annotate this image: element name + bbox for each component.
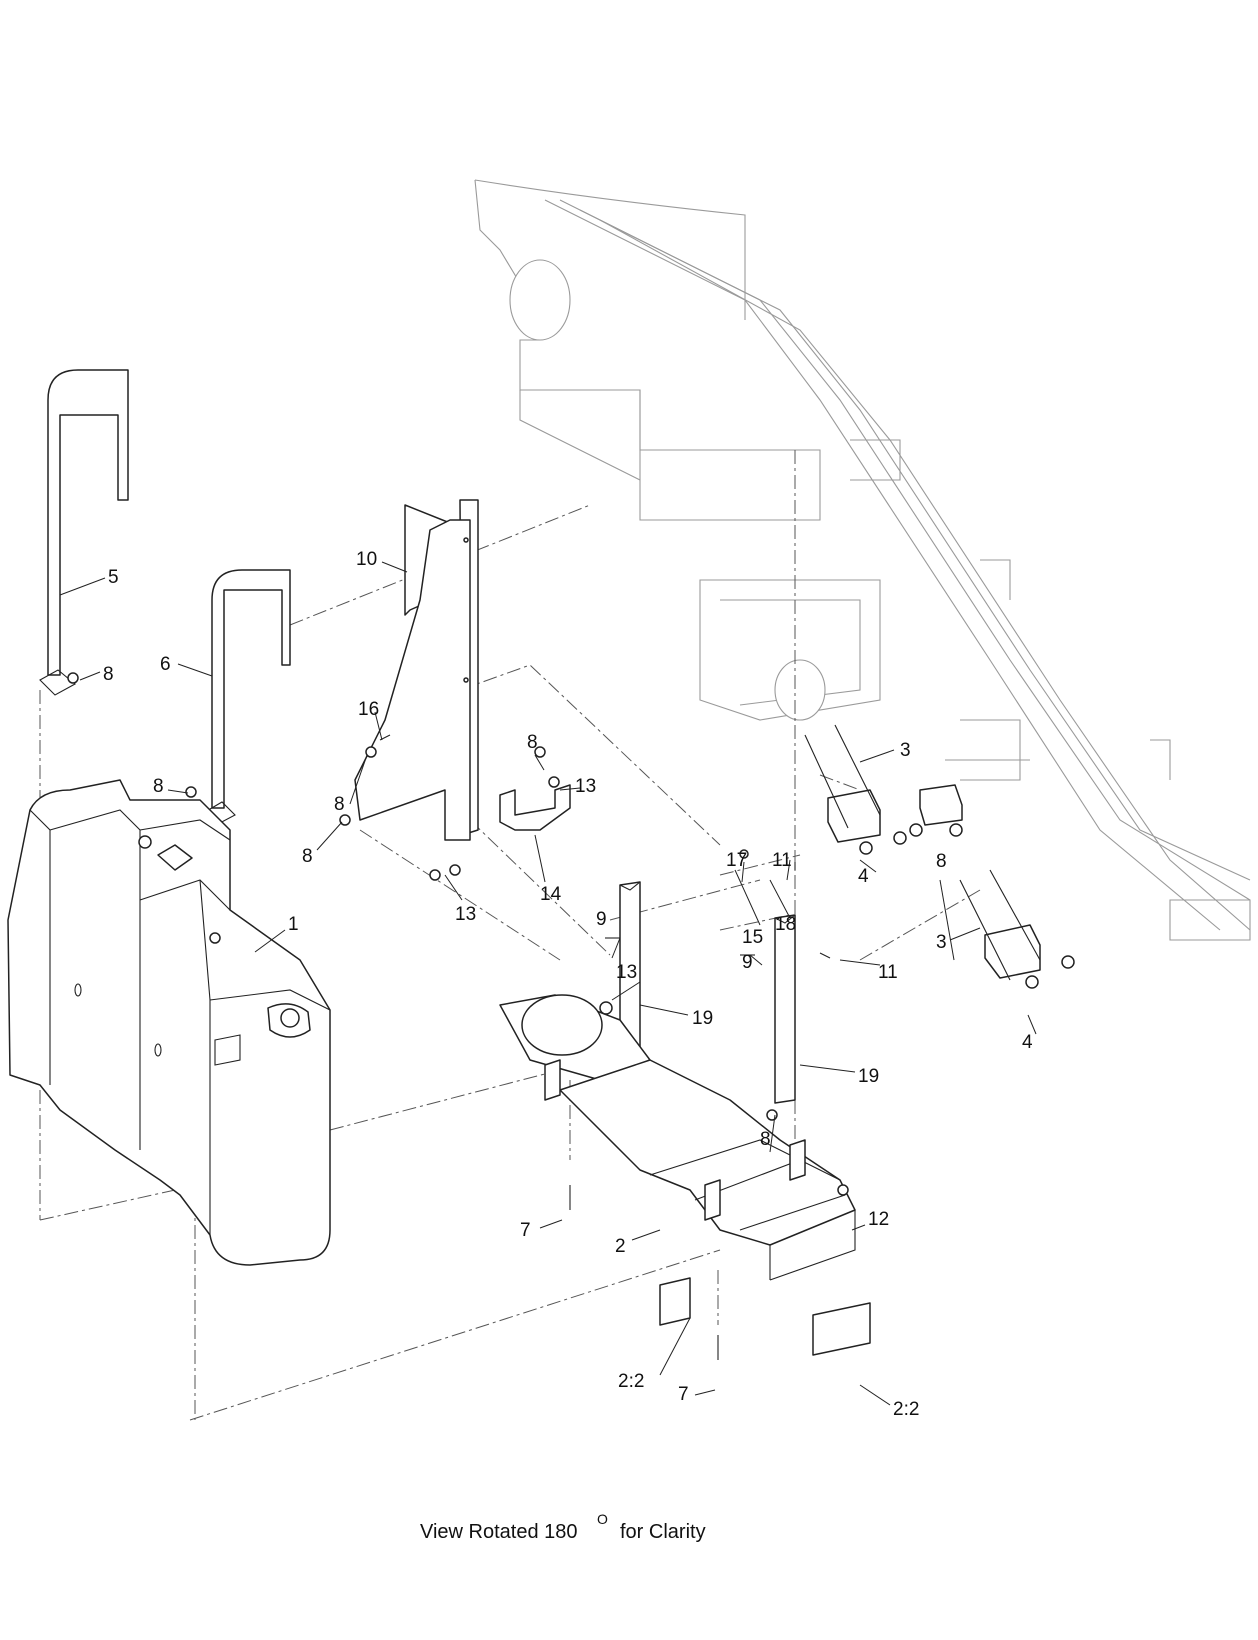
callout-2: 2: [615, 1236, 626, 1257]
callout-3: 3: [900, 740, 911, 761]
callout-12: 12: [868, 1209, 889, 1230]
callout-13: 13: [575, 776, 596, 797]
view-caption: View Rotated 180 O for Clarity: [420, 1511, 706, 1543]
callout-8: 8: [302, 846, 313, 867]
callout-7: 7: [520, 1220, 531, 1241]
leader-lines: [59, 561, 1037, 1406]
callout-13: 13: [455, 904, 476, 925]
fasteners: [67, 672, 1075, 1360]
part-3-clamp-upper: [804, 724, 963, 843]
callout-18: 18: [775, 914, 796, 935]
part-14-bracket: [499, 784, 571, 831]
callout-19: 19: [858, 1066, 879, 1087]
callout-8: 8: [760, 1129, 771, 1150]
callout-17: 17: [726, 850, 747, 871]
callout-8: 8: [936, 851, 947, 872]
callout-8: 8: [334, 794, 345, 815]
callout-1: 1: [288, 914, 299, 935]
callout-8: 8: [153, 776, 164, 797]
part-6-strap: [204, 569, 291, 825]
callout-4: 4: [1022, 1032, 1033, 1053]
callout-15: 15: [742, 927, 763, 948]
callout-5: 5: [108, 567, 119, 588]
callout-10: 10: [356, 549, 377, 570]
chassis-frame: [474, 179, 1251, 941]
callout-2-2: 2:2: [893, 1399, 919, 1420]
callout-19: 19: [692, 1008, 713, 1029]
callout-13: 13: [616, 962, 637, 983]
callout-9: 9: [742, 952, 753, 973]
part-2-tray: [499, 994, 856, 1281]
caption-degree-mark: O: [597, 1511, 608, 1527]
callout-14: 14: [540, 884, 562, 905]
part-3-clamp-lower: [959, 869, 1041, 981]
callout-9: 9: [596, 909, 607, 930]
callout-11: 11: [878, 962, 898, 983]
part-5-strap: [39, 369, 129, 696]
callout-6: 6: [160, 654, 171, 675]
part-2-2-decal-left: [659, 1277, 691, 1326]
part-1-fuel-tank: [7, 779, 331, 1266]
part-10-upright-bracket: [354, 499, 479, 841]
callout-3: 3: [936, 932, 947, 953]
callout-labels: 5 8 6 8 10 16 8 8 8 13 13 14 17 11 15 18…: [103, 549, 1033, 1420]
callout-2-2: 2:2: [618, 1371, 644, 1392]
callout-8: 8: [527, 732, 538, 753]
callout-11: 11: [772, 850, 792, 871]
part-2-2-decal-right: [812, 1302, 871, 1356]
callout-8: 8: [103, 664, 114, 685]
caption-suffix: for Clarity: [620, 1521, 706, 1543]
callout-7: 7: [678, 1384, 689, 1405]
callout-4: 4: [858, 866, 869, 887]
part-19-post-right: [774, 914, 796, 1104]
callout-16: 16: [358, 699, 379, 720]
caption-text: View Rotated 180: [420, 1521, 578, 1543]
